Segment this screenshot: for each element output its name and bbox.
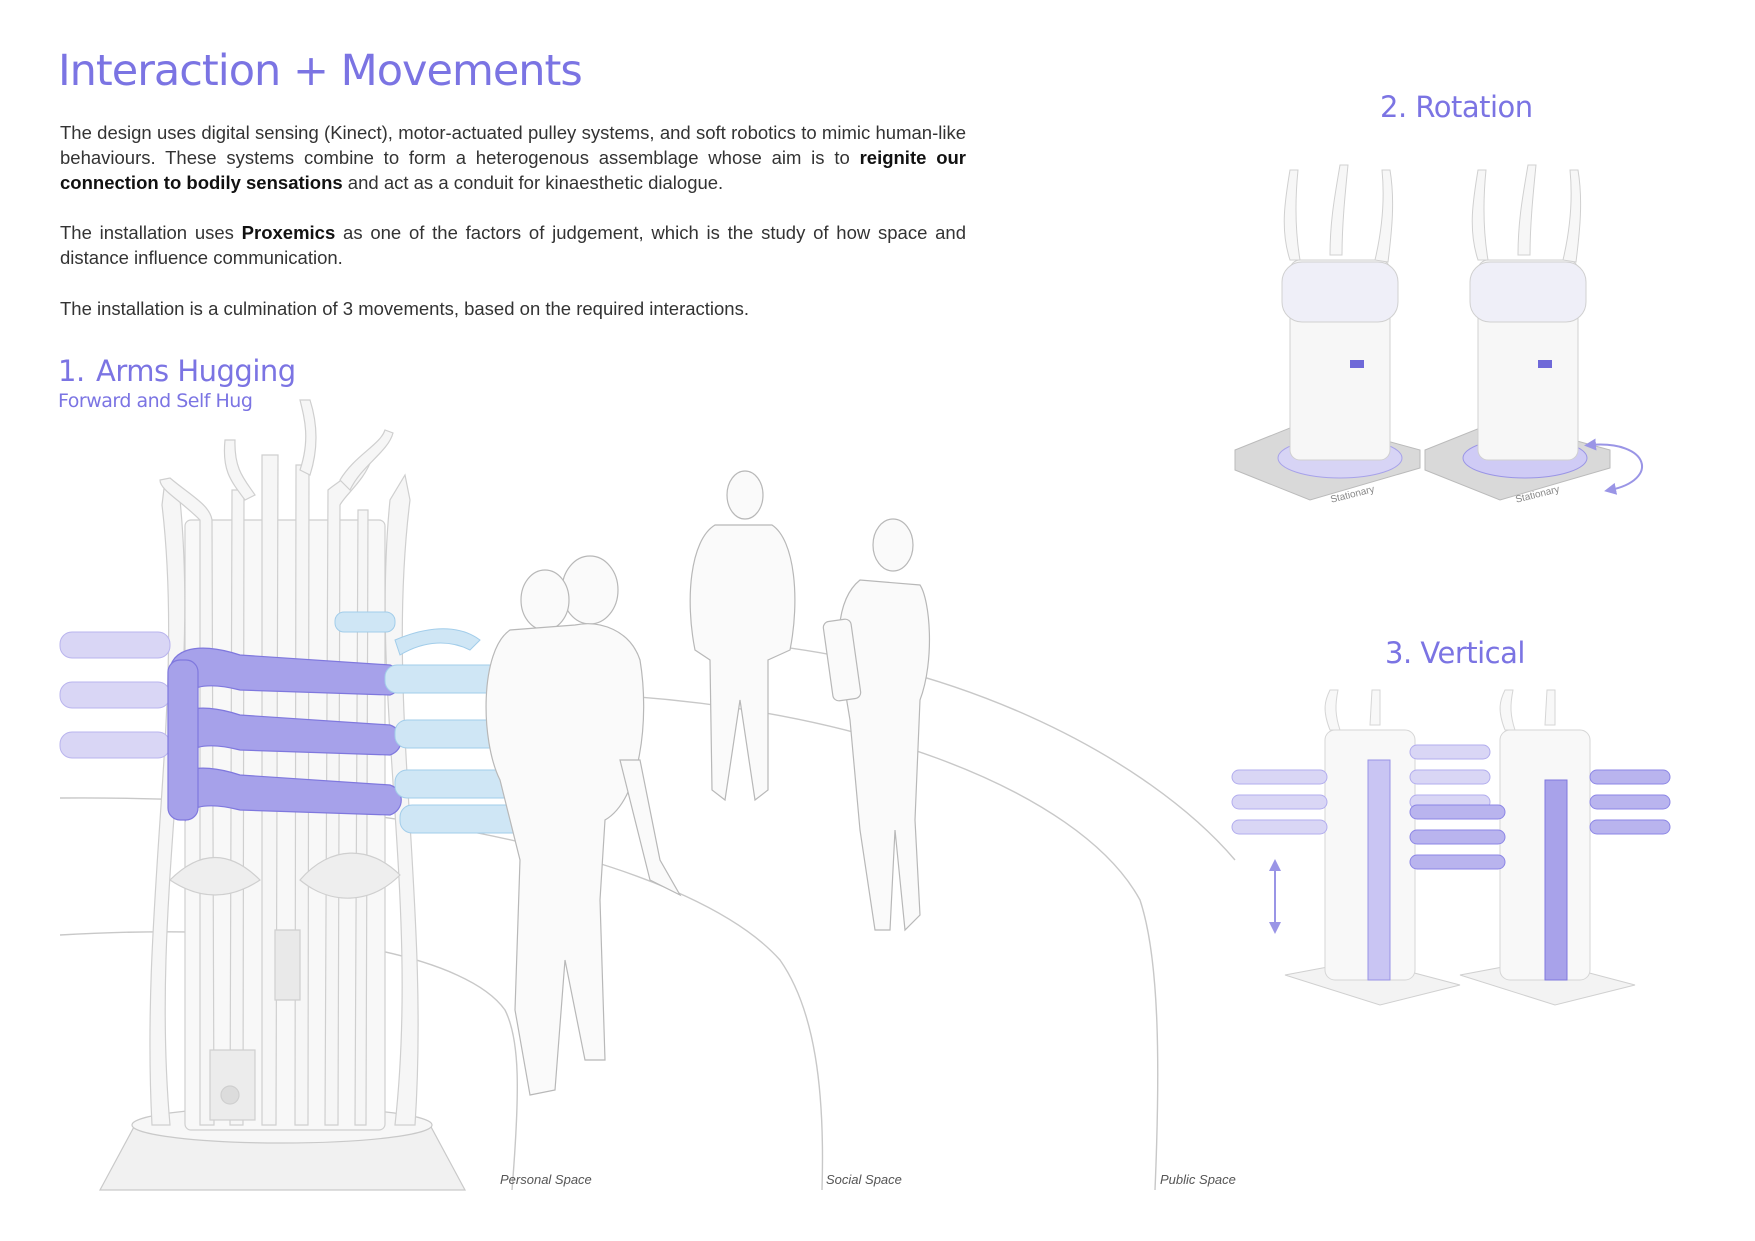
movement-1-heading: 1. Arms Hugging [58, 354, 296, 388]
movement-3-heading: 3. Vertical [1385, 636, 1525, 670]
movement-1-subtitle: Forward and Self Hug [58, 390, 253, 412]
intro-p2-bold: Proxemics [241, 222, 336, 243]
intro-p2-text-end: as one of the factors of judgement, whic… [60, 222, 966, 268]
movement-1-title: Arms Hugging [96, 354, 296, 388]
movement-1-number: 1. [58, 354, 85, 388]
vertical-diagrams [1231, 689, 1671, 1006]
public-space-arc [559, 692, 1159, 1191]
zone-label-social: Social Space [826, 1172, 902, 1187]
man-figure [689, 470, 796, 802]
hugging-figures [485, 555, 682, 1096]
woman-figure [822, 518, 931, 932]
page-title: Interaction + Movements [58, 46, 583, 96]
rotation-arrow [1584, 438, 1643, 495]
people-figures [485, 470, 931, 1096]
zone-label-personal: Personal Space [500, 1172, 592, 1187]
intro-p1-text: The design uses digital sensing (Kinect)… [60, 122, 966, 168]
intro-p2-text: The installation uses [60, 222, 242, 243]
rotation-diagrams [1234, 164, 1643, 501]
zone-label-public: Public Space [1160, 1172, 1236, 1187]
soft-robotic-arms [59, 611, 596, 834]
intro-paragraph-2: The installation uses Proxemics as one o… [60, 220, 966, 270]
intro-p1-text-end: and act as a conduit for kinaesthetic di… [342, 172, 724, 193]
movement-2-heading: 2. Rotation [1380, 90, 1533, 124]
intro-paragraph-1: The design uses digital sensing (Kinect)… [60, 120, 966, 195]
outer-arc [699, 639, 1236, 861]
intro-paragraph-3: The installation is a culmination of 3 m… [60, 298, 749, 319]
intro-p1-bold: reignite our connection to bodily sensat… [60, 147, 966, 193]
